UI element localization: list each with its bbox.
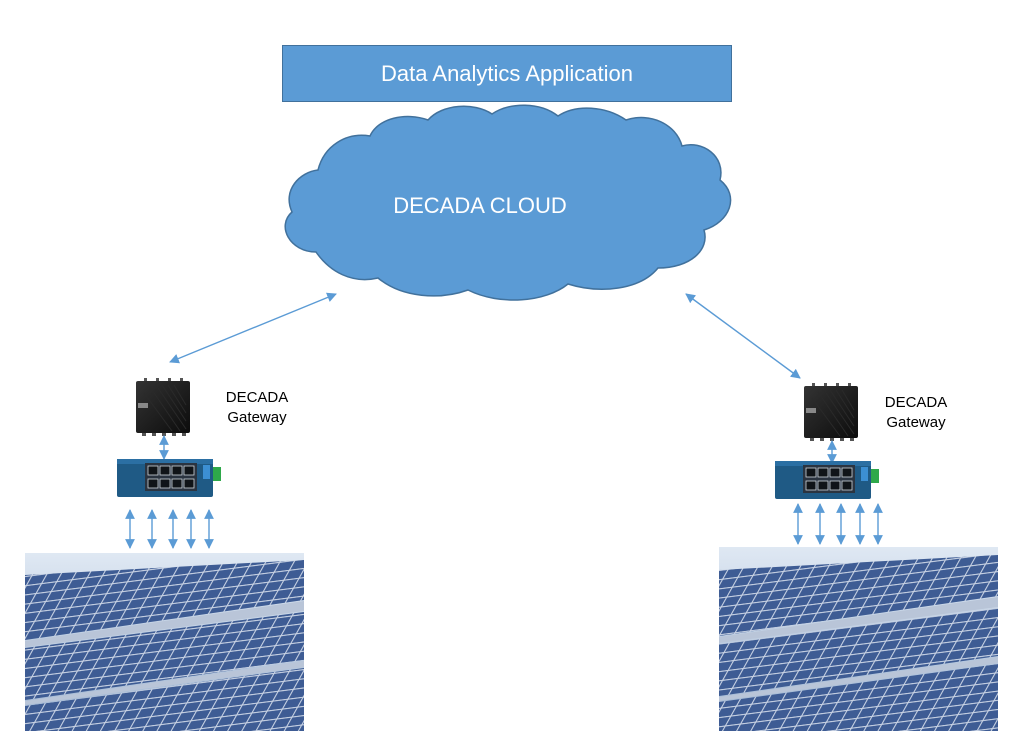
cloud-link-left-arrow [169,292,337,364]
gateway-label-line1: DECADA [225,389,289,406]
solar-panel-array-icon [25,553,304,731]
application-label: Data Analytics Application [381,60,633,86]
gateway-device-icon [803,382,859,442]
gateway-label-line2: Gateway [227,409,287,426]
gateway-label-left: DECADA Gateway [212,388,302,428]
cloud-label: DECADA CLOUD [393,193,567,218]
site-right [719,382,998,731]
gateway-label-right: DECADA Gateway [871,393,961,433]
cloud-icon [284,104,732,301]
field-links-left [125,509,214,549]
gateway-label-line1: DECADA [884,394,948,411]
data-analytics-application-box: Data Analytics Application [282,45,732,102]
cloud-link-right-arrow [685,293,801,379]
ethernet-switch-icon [116,458,222,498]
ethernet-switch-icon [774,460,880,500]
field-links-right [793,503,883,545]
gateway-device-icon [135,377,191,437]
gateway-label-line2: Gateway [886,414,946,431]
solar-panel-array-icon [719,547,998,731]
site-left [25,377,304,731]
